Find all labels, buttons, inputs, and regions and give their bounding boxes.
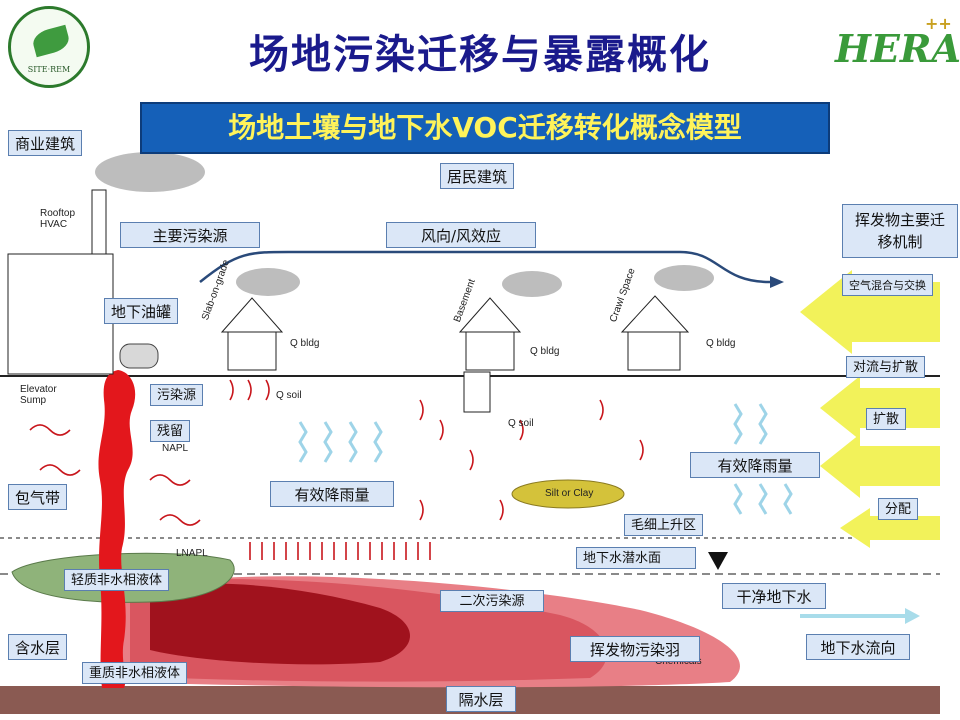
- elevator-text: Elevator Sump: [20, 384, 57, 406]
- house-basement: [458, 297, 522, 413]
- smoke-cloud-3: [502, 271, 562, 297]
- label-aquitard: 隔水层: [446, 686, 516, 712]
- label-commercial: 商业建筑: [8, 130, 83, 156]
- label-partition: 分配: [878, 498, 919, 520]
- seal-text: SITE·REM: [27, 65, 71, 74]
- silt-clay-lens: [511, 479, 625, 509]
- label-residential: 居民建筑: [440, 163, 515, 189]
- underground-tank-shape: [119, 343, 159, 369]
- gw-flow-arrow-head: [905, 608, 920, 624]
- label-secondary-source: 二次污染源: [440, 590, 544, 612]
- hera-logo-sup: ++: [925, 14, 952, 33]
- napl-text: NAPL: [162, 443, 189, 454]
- page-title: 场地污染迁移与暴露概化: [249, 32, 711, 78]
- label-wind: 风向/风效应: [386, 222, 536, 248]
- water-table-symbol: [708, 552, 728, 570]
- house-slab: [220, 297, 284, 371]
- label-rain-left: 有效降雨量: [270, 481, 394, 507]
- qsoil-text-2: Q soil: [508, 418, 534, 429]
- chimney: [91, 189, 107, 255]
- qbldg-text-3: Q bldg: [706, 338, 736, 349]
- label-tank: 地下油罐: [104, 298, 179, 324]
- label-aquifer: 含水层: [8, 634, 68, 660]
- qbldg-text-1: Q bldg: [290, 338, 320, 349]
- silt-text: Silt or Clay: [545, 488, 594, 499]
- wind-arrow: [199, 250, 771, 284]
- wind-arrow-head: [770, 276, 784, 288]
- label-main-source: 主要污染源: [120, 222, 260, 248]
- diagram-banner: 场地土壤与地下水VOC迁移转化概念模型: [140, 102, 830, 154]
- header: SITE·REM 场地污染迁移与暴露概化 HERA ++: [0, 0, 960, 96]
- hera-logo: HERA: [835, 26, 960, 71]
- smoke-cloud-2: [236, 268, 300, 296]
- label-air-mix: 空气混合与交换: [842, 274, 933, 296]
- label-advection: 对流与扩散: [846, 356, 926, 378]
- label-capillary: 毛细上升区: [624, 514, 704, 536]
- label-plume: 挥发物污染羽: [570, 636, 700, 662]
- rain-arrows-left: [298, 421, 383, 463]
- label-water-table: 地下水潜水面: [576, 547, 696, 569]
- smoke-cloud-4: [654, 265, 714, 291]
- vapor-arrows: [29, 379, 644, 526]
- smoke-cloud: [95, 152, 205, 192]
- label-rain-right: 有效降雨量: [690, 452, 820, 478]
- label-lnapl: 轻质非水相液体: [64, 569, 170, 591]
- label-residual: 残留: [150, 420, 191, 442]
- qsoil-text-1: Q soil: [276, 390, 302, 401]
- label-gw-flow: 地下水流向: [806, 634, 910, 660]
- commercial-building-shape: [7, 253, 114, 375]
- source-plume-column: [98, 370, 136, 688]
- label-clean-gw: 干净地下水: [722, 583, 826, 609]
- label-source: 污染源: [150, 384, 204, 406]
- plume-core: [150, 583, 410, 665]
- capillary-arrows: [249, 542, 431, 560]
- rooftop-text: Rooftop HVAC: [40, 208, 76, 230]
- label-vadose: 包气带: [8, 484, 68, 510]
- label-volatile-mechanism: 挥发物主要迁移机制: [842, 204, 958, 258]
- label-diffusion: 扩散: [866, 408, 907, 430]
- lnapl-text: LNAPL: [176, 548, 208, 559]
- rain-arrows-right: [733, 403, 793, 515]
- diffusion-arrow: [820, 434, 940, 498]
- house-crawl: [620, 295, 690, 371]
- organization-seal: SITE·REM: [8, 6, 90, 88]
- label-dnapl: 重质非水相液体: [82, 662, 188, 684]
- qbldg-text-2: Q bldg: [530, 346, 560, 357]
